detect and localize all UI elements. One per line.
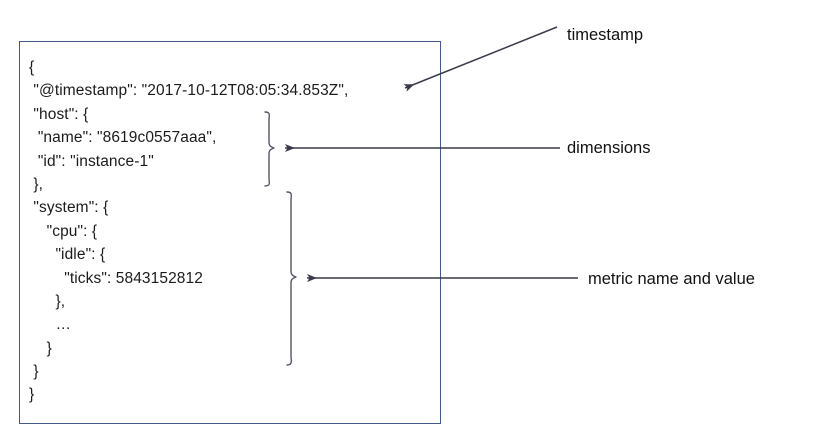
json-line-idle-open: "idle": { <box>29 246 106 264</box>
json-line-host-close: }, <box>29 175 44 193</box>
json-line-idle-close: }, <box>29 292 66 310</box>
json-line-host-name: "name": "8619c0557aaa", <box>29 129 217 147</box>
callout-label-metric: metric name and value <box>588 270 755 288</box>
callout-label-dimensions: dimensions <box>567 139 651 157</box>
callout-label-timestamp: timestamp <box>567 26 644 44</box>
json-line-ticks: "ticks": 5843152812 <box>29 269 203 287</box>
json-line-cpu-close: } <box>29 339 52 357</box>
json-line-root-close: } <box>29 386 35 404</box>
json-line-timestamp: "@timestamp": "2017-10-12T08:05:34.853Z"… <box>29 82 349 100</box>
json-line-ellipsis: … <box>29 316 72 334</box>
json-document-box: { "@timestamp": "2017-10-12T08:05:34.853… <box>19 41 441 424</box>
json-code-block: { "@timestamp": "2017-10-12T08:05:34.853… <box>29 56 348 407</box>
json-line-cpu-open: "cpu": { <box>29 222 98 240</box>
json-line-host-id: "id": "instance-1" <box>29 152 154 170</box>
json-line-system-open: "system": { <box>29 199 109 217</box>
json-line: { <box>29 59 35 76</box>
json-line-system-close: } <box>29 363 39 381</box>
json-line-host-open: "host": { <box>29 105 89 123</box>
